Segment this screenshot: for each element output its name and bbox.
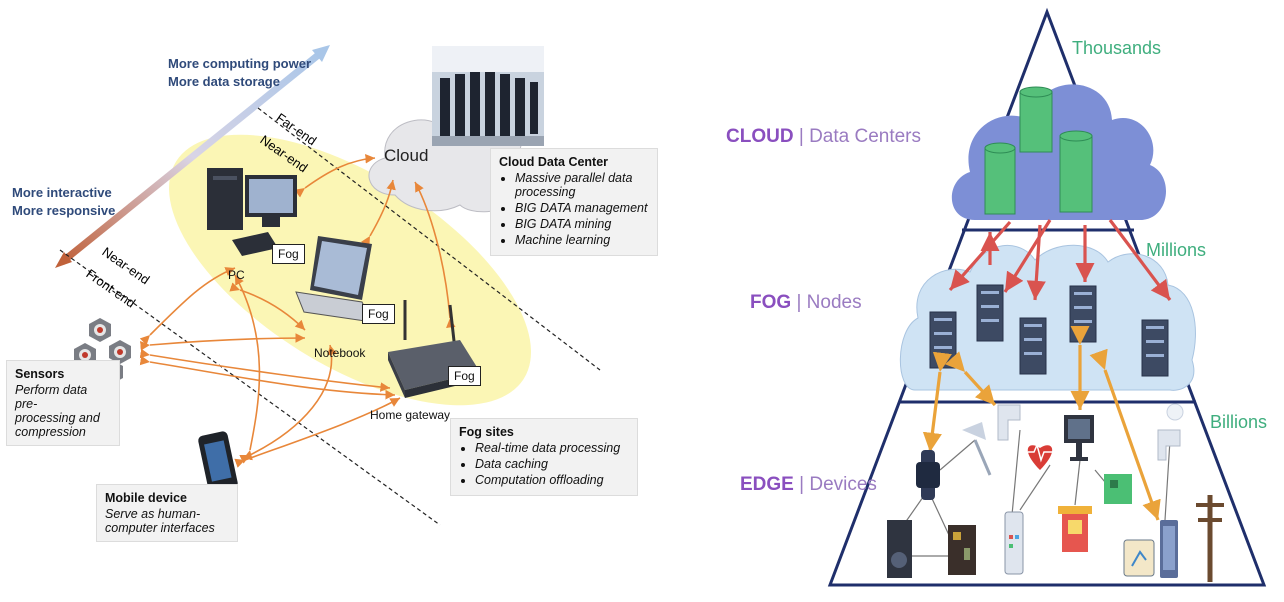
tier-sub: Nodes	[806, 292, 862, 313]
faucet-icon	[997, 404, 1021, 441]
axis-top-line-2: More data storage	[168, 74, 280, 89]
mobile-desc-line: computer interfaces	[105, 521, 215, 535]
remote-icon	[1004, 511, 1024, 575]
faucet-icon-2	[1157, 403, 1184, 461]
fog-tag-gateway: Fog	[448, 366, 481, 386]
tier-sub: Devices	[809, 474, 877, 495]
sensors-box: Sensors Perform data pre- processing and…	[6, 360, 120, 446]
tier-label-cloud: CLOUD | Data Centers	[726, 126, 922, 147]
cloud-item: Massive parallel data processing	[515, 171, 649, 199]
axis-bottom-line-2: More responsive	[12, 203, 116, 218]
mobile-device-box: Mobile device Serve as human- computer i…	[96, 484, 238, 542]
axis-bottom-line-1: More interactive	[12, 185, 112, 200]
sensors-desc-line: Perform data pre-	[15, 383, 88, 411]
cloud-item: BIG DATA mining	[515, 217, 649, 231]
cloud-data-center-title: Cloud Data Center	[499, 155, 609, 169]
smartphone-icon	[198, 431, 238, 493]
tier-label-edge: EDGE | Devices	[740, 474, 877, 495]
mobile-device-title: Mobile device	[105, 491, 187, 505]
sensors-title: Sensors	[15, 367, 65, 381]
fog-edge-arrows	[922, 325, 1161, 521]
circuit-board-icon	[1104, 474, 1132, 504]
cloud-data-center-cloud	[951, 84, 1167, 220]
sensors-desc-line: compression	[15, 425, 86, 439]
fog-tag-pc: Fog	[272, 244, 305, 264]
cloud-fog-arrows	[948, 219, 1172, 301]
fog-item: Data caching	[475, 457, 629, 471]
cloud-data-center-box: Cloud Data Center Massive parallel data …	[490, 148, 658, 256]
circuit-board-icon-2	[948, 525, 976, 575]
kiosk-icon	[1058, 506, 1092, 552]
axis-top-line-1: More computing power	[168, 56, 311, 71]
tier-label-fog: FOG | Nodes	[750, 292, 862, 313]
database-icon	[984, 86, 1093, 215]
capability-axis-arrow	[55, 45, 330, 268]
fog-link-arrows	[139, 153, 456, 468]
notebook-label: Notebook	[314, 346, 366, 360]
fog-tag-notebook: Fog	[362, 304, 395, 324]
laptop-icon	[295, 236, 373, 323]
count-millions: Millions	[1146, 240, 1207, 260]
power-pole-icon	[1196, 495, 1224, 582]
cloud-item: BIG DATA management	[515, 201, 649, 215]
tier-name: EDGE	[740, 474, 794, 495]
count-billions: Billions	[1210, 412, 1268, 432]
mobile-desc-line: Serve as human-	[105, 507, 201, 521]
map-tablet-icon	[1123, 539, 1155, 577]
fog-sites-box: Fog sites Real-time data processing Data…	[450, 418, 638, 496]
speaker-icon	[887, 520, 912, 578]
tier-sub: Data Centers	[809, 126, 922, 147]
lamp-icon	[962, 422, 992, 476]
fog-sites-title: Fog sites	[459, 425, 514, 439]
count-thousands: Thousands	[1072, 38, 1162, 58]
cloud-item: Machine learning	[515, 233, 649, 247]
tier-name: CLOUD	[726, 126, 794, 147]
monitor-icon	[1064, 415, 1094, 461]
tier-name: FOG	[750, 292, 792, 313]
fog-item: Real-time data processing	[475, 441, 629, 455]
pc-label: PC	[228, 268, 245, 282]
heart-monitor-icon	[1027, 442, 1053, 470]
sensors-desc-line: processing and	[15, 411, 100, 425]
gateway-label: Home gateway	[370, 408, 451, 422]
smartphone-icon-2	[1160, 520, 1178, 578]
smartwatch-icon	[916, 450, 940, 500]
data-center-photo	[432, 46, 544, 146]
fog-item: Computation offloading	[475, 473, 629, 487]
desktop-pc-icon	[207, 168, 297, 256]
cloud-label: Cloud	[384, 146, 429, 165]
